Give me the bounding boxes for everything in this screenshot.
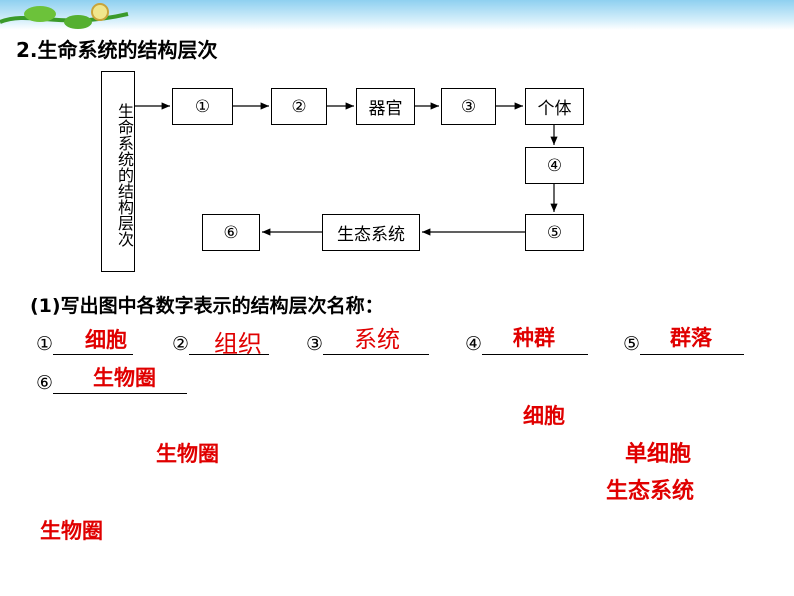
blank-6: ⑥ <box>36 371 188 394</box>
answer-extra-unicellular: 单细胞 <box>625 442 692 467</box>
diagram-box-5: ⑤ <box>525 214 584 251</box>
answer-6: 生物圈 <box>93 366 156 390</box>
blank-4: ④ <box>465 332 589 355</box>
blank-marker: ⑥ <box>36 372 54 394</box>
diagram-box-organ: 器官 <box>356 88 415 125</box>
answer-extra-biosphere-2: 生物圈 <box>40 519 103 543</box>
answer-1: 细胞 <box>85 328 127 352</box>
blank-line <box>640 332 745 355</box>
answer-extra-cell: 细胞 <box>523 404 565 428</box>
answer-extra-biosphere: 生物圈 <box>156 442 219 466</box>
diagram-box-individual: 个体 <box>525 88 584 125</box>
blank-2: ② <box>172 332 270 355</box>
diagram-box-1: ① <box>172 88 233 125</box>
section-title: 2.生命系统的结构层次 <box>16 38 218 62</box>
answer-5: 群落 <box>670 326 712 350</box>
blank-marker: ② <box>172 333 190 355</box>
diagram-box-ecosystem: 生态系统 <box>322 214 420 251</box>
blank-marker: ④ <box>465 333 483 355</box>
diagram-box-3: ③ <box>441 88 496 125</box>
blank-marker: ⑤ <box>623 333 641 355</box>
question-text: (1)写出图中各数字表示的结构层次名称： <box>30 295 384 317</box>
diagram-box-2: ② <box>271 88 327 125</box>
blank-marker: ③ <box>306 333 324 355</box>
answer-extra-ecosystem: 生态系统 <box>606 479 695 504</box>
answer-2: 组织 <box>214 330 262 358</box>
blank-1: ① <box>36 332 134 355</box>
vertical-label-box: 生命系统的结构层次 <box>101 71 135 272</box>
blank-line <box>323 332 430 355</box>
vine-decoration-icon <box>0 3 129 29</box>
diagram-box-6: ⑥ <box>202 214 260 251</box>
blank-line <box>53 332 134 355</box>
blank-line <box>189 332 270 355</box>
answer-3: 系统 <box>354 327 400 353</box>
blank-marker: ① <box>36 333 54 355</box>
top-banner <box>0 0 794 30</box>
blank-line <box>482 332 589 355</box>
blank-3: ③ <box>306 332 430 355</box>
blank-line <box>53 371 188 394</box>
answer-4: 种群 <box>513 326 555 350</box>
blank-5: ⑤ <box>623 332 745 355</box>
diagram-box-4: ④ <box>525 147 584 184</box>
